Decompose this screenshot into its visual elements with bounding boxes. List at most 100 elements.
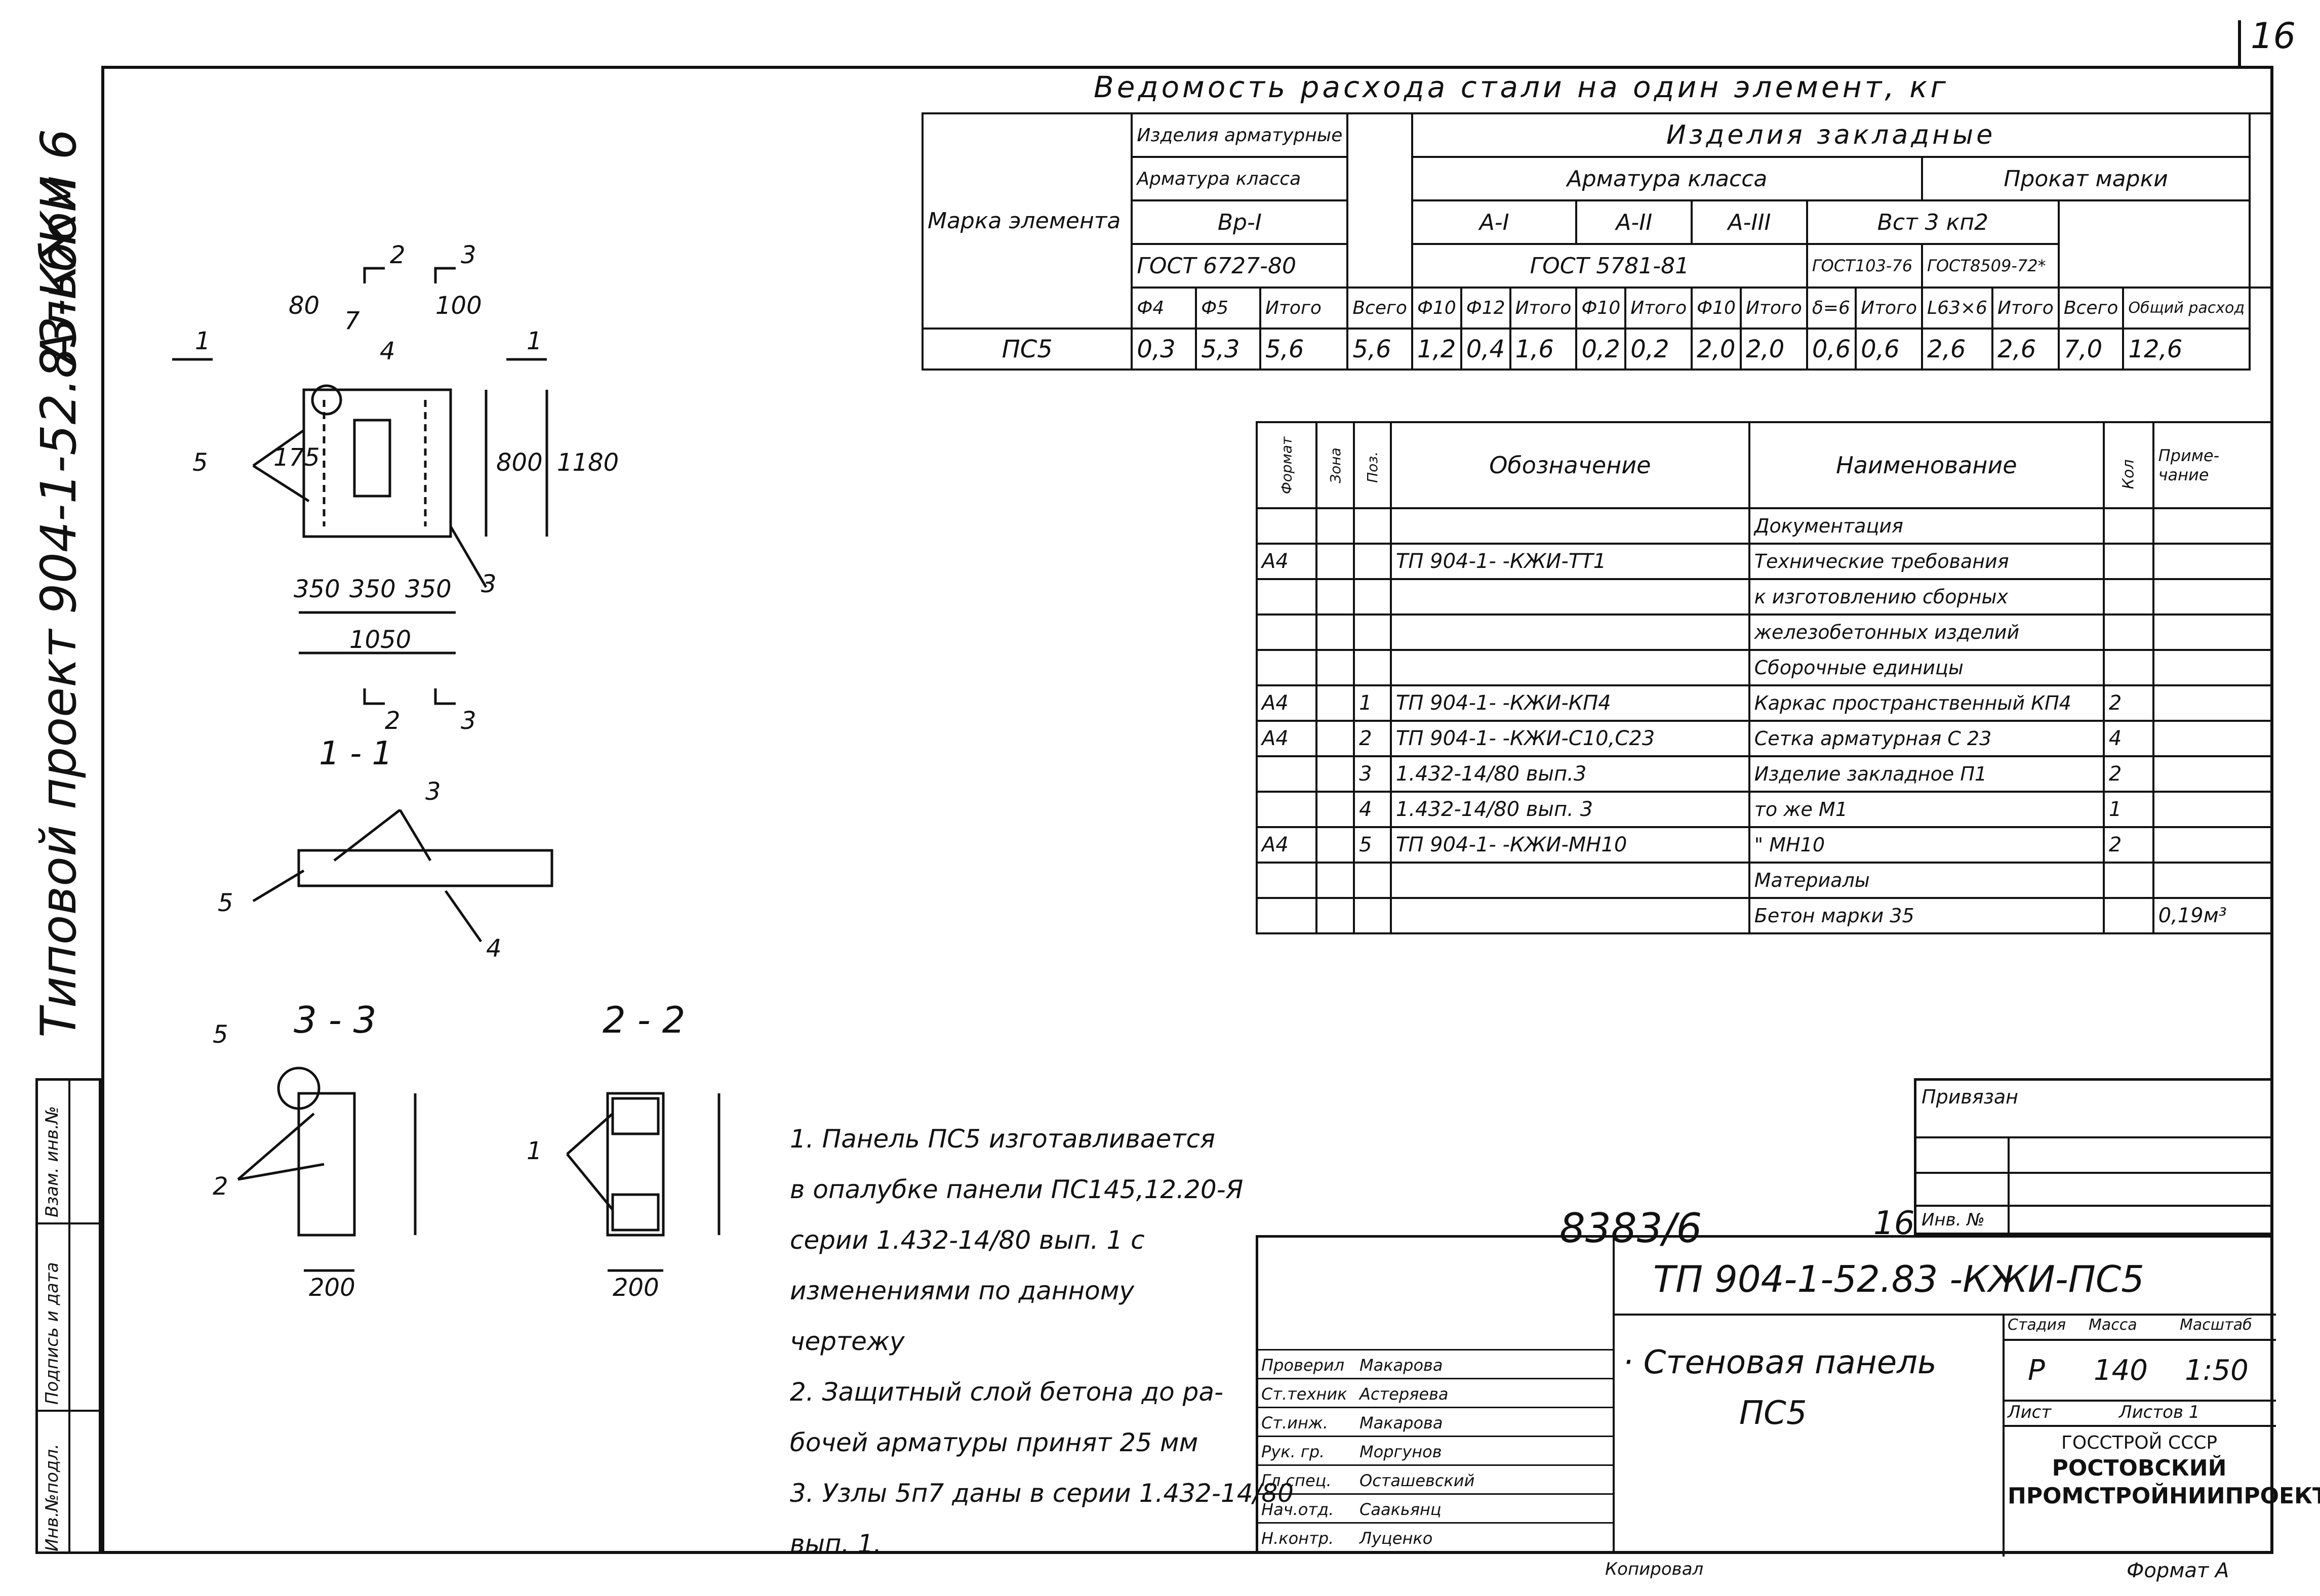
steel-sub-6: Ф10 xyxy=(1575,287,1627,330)
note-line: в опалубке панели ПС145,12.20-Я xyxy=(790,1175,1244,1204)
spec-cell-pos xyxy=(1353,649,1392,686)
title-name-2: ПС5 xyxy=(1739,1395,1807,1432)
note-line: 1. Панель ПС5 изготавливается xyxy=(790,1124,1216,1154)
steel-val: 5,3 xyxy=(1195,328,1262,371)
spec-cell-note xyxy=(2152,578,2274,616)
signature-role: Гл.спец. xyxy=(1261,1471,1332,1490)
mark-4: 4 xyxy=(380,337,395,365)
dim-175: 175 xyxy=(273,443,320,472)
spec-cell-format xyxy=(1256,649,1317,686)
signature-row: Ст.инж.Макарова xyxy=(1258,1407,1613,1437)
spec-cell-note xyxy=(2152,543,2274,580)
section-1-1-label: 1 - 1 xyxy=(319,735,392,772)
steel-val: 5,6 xyxy=(1346,328,1413,371)
spec-cell-zone xyxy=(1315,826,1355,864)
spec-row: к изготовлению сборных xyxy=(1256,578,2274,616)
spec-cell-pos xyxy=(1353,578,1392,616)
spec-cell-zone xyxy=(1315,862,1355,899)
mark-3-leader: 3 xyxy=(481,570,497,598)
spec-cell-format: А4 xyxy=(1256,720,1317,757)
steel-sub-10: δ=6 xyxy=(1806,287,1857,330)
left-stamp: Инв.№подл. Подпись и дата Взам. инв.№ xyxy=(35,1078,101,1554)
title-name-1: · Стеновая панель xyxy=(1623,1344,1937,1381)
spec-cell-note xyxy=(2152,826,2274,864)
steel-sub-5: Итого xyxy=(1509,287,1578,330)
spec-cell-zone xyxy=(1315,791,1355,828)
steel-sub-12: L63×6 xyxy=(1921,287,1993,330)
note-line: 2. Защитный слой бетона до ра- xyxy=(790,1377,1224,1407)
spec-cell-name: Сборочные единицы xyxy=(1748,649,2105,686)
spec-cell-format xyxy=(1256,897,1317,934)
spec-cell-qty: 4 xyxy=(2102,720,2154,757)
spec-cell-qty: 1 xyxy=(2102,791,2154,828)
steel-row-mark: ПС5 xyxy=(921,328,1133,371)
spec-h-designation: Обозначение xyxy=(1389,421,1750,509)
footer-format: Формат А xyxy=(2127,1559,2229,1582)
spec-cell-pos: 5 xyxy=(1353,826,1392,864)
s11-mark-4: 4 xyxy=(486,934,502,963)
spec-cell-name: Документация xyxy=(1748,507,2105,545)
spec-cell-qty: 2 xyxy=(2102,755,2154,793)
spec-cell-pos xyxy=(1353,613,1392,651)
panel-opening xyxy=(353,419,391,498)
spec-cell-qty: 2 xyxy=(2102,826,2154,864)
spec-cell-name: " МН10 xyxy=(1748,826,2105,864)
spec-cell-name: Технические требования xyxy=(1748,543,2105,580)
spec-cell-name: Материалы xyxy=(1748,862,2105,899)
signature-row: Рук. гр.Моргунов xyxy=(1258,1436,1613,1466)
signature-name: Астеряева xyxy=(1359,1384,1449,1404)
steel-sub-4: Ф12 xyxy=(1460,287,1511,330)
steel-sub-13: Итого xyxy=(1991,287,2060,330)
spec-cell-qty xyxy=(2102,578,2154,616)
steel-group-rebar: Изделия арматурные xyxy=(1131,112,1349,158)
steel-val: 0,3 xyxy=(1131,328,1197,371)
signature-role: Проверил xyxy=(1261,1356,1345,1375)
spec-cell-zone xyxy=(1315,684,1355,722)
signature-role: Нач.отд. xyxy=(1261,1500,1334,1519)
spec-cell-qty xyxy=(2102,543,2154,580)
spec-cell-designation xyxy=(1389,613,1750,651)
steel-rebar-class-2: Арматура класса xyxy=(1411,156,1924,202)
spec-cell-qty: 2 xyxy=(2102,684,2154,722)
mark-2: 2 xyxy=(390,241,406,269)
scale-value: 1:50 xyxy=(2185,1354,2249,1387)
spec-cell-name: то же М1 xyxy=(1748,791,2105,828)
note-line: вып. 1. xyxy=(790,1529,882,1559)
spec-cell-qty xyxy=(2102,897,2154,934)
steel-a3: А-III xyxy=(1691,199,1808,245)
dim-350-b: 350 xyxy=(349,575,396,603)
mark-2-bottom: 2 xyxy=(385,707,401,735)
spec-cell-format xyxy=(1256,791,1317,828)
signature-role: Рук. гр. xyxy=(1261,1442,1325,1461)
s22-dim-200: 200 xyxy=(613,1274,659,1302)
privyazan-inv: Инв. № xyxy=(1922,1210,1985,1230)
steel-val: 0,6 xyxy=(1806,328,1857,371)
panel-outline xyxy=(302,388,452,538)
spec-h-zone: Зона xyxy=(1315,421,1355,509)
mark-5: 5 xyxy=(192,448,208,477)
mass-label: Масса xyxy=(2089,1316,2137,1334)
spec-row: Документация xyxy=(1256,507,2274,545)
dim-350-c: 350 xyxy=(405,575,452,603)
steel-vsego-label: Всего xyxy=(1346,287,1413,330)
spec-cell-format xyxy=(1256,755,1317,793)
steel-val: 2,6 xyxy=(1921,328,1993,371)
note-line: серии 1.432-14/80 вып. 1 с xyxy=(790,1225,1145,1255)
spec-cell-zone xyxy=(1315,613,1355,651)
spec-cell-zone xyxy=(1315,720,1355,757)
steel-sub-7: Итого xyxy=(1624,287,1693,330)
steel-sub-11: Итого xyxy=(1855,287,1924,330)
s33-mark-5: 5 xyxy=(213,1020,228,1049)
mark-3-bottom: 3 xyxy=(461,707,476,735)
page-number: 16 xyxy=(2251,15,2296,57)
spec-cell-note xyxy=(2152,613,2274,651)
dim-1050: 1050 xyxy=(349,626,411,654)
note-line: чертежу xyxy=(790,1327,905,1356)
